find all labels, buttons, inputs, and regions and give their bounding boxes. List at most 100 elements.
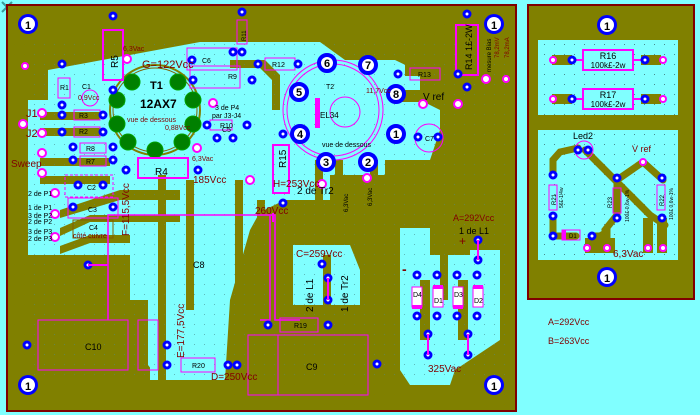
note-b: B=263Vcc [548, 336, 590, 346]
component-label: C7 [425, 136, 434, 143]
diode-label: D1 [434, 298, 443, 305]
voltage-annotation: E=177,5Vcc [176, 304, 187, 358]
resistor-r5-outline [102, 29, 124, 81]
component-label: C10 [85, 342, 102, 352]
note-annotation: mesure Bias [487, 39, 493, 72]
tube-pin-label: 6 [324, 58, 330, 70]
tube-pin-label: 4 [297, 129, 304, 141]
component-label: R8 [86, 146, 95, 153]
control-label: Sweep [11, 159, 42, 170]
hole-label: 1 [604, 273, 610, 285]
component-label: R2 [79, 129, 88, 136]
measurement-annotation: 78,2mV [495, 37, 501, 58]
voltage-annotation: C=259Vcc [296, 249, 342, 260]
tube-pin-label: 1 [393, 129, 399, 141]
resistor-value: 100k£-2w [591, 61, 626, 70]
mounting-hole: 1 [597, 15, 617, 35]
polarity-plus: + [459, 234, 466, 248]
voltage-annotation: 6,3Vac [123, 46, 145, 53]
resistor-value: 56£-1/4w [559, 187, 565, 208]
tube-ref-label: T2 [326, 84, 334, 91]
resistor-ref: R16 [600, 51, 617, 61]
pin-annotation: par J3-J4 [212, 113, 241, 120]
node-annotation: 1 de L1 [459, 226, 489, 236]
note-annotation: côté cuivre [73, 233, 107, 240]
component-label: C4 [89, 225, 98, 232]
tube-pin-label: 5 [296, 87, 302, 99]
tube-t2-el34[interactable]: 6 7 5 8 4 1 3 2 T2 EL34 vue de dessous [282, 53, 406, 172]
component-label: C6 [202, 58, 211, 65]
component-label: C1 [82, 84, 91, 91]
jack-label: J2 [26, 128, 38, 140]
component-label: C5 [222, 127, 231, 134]
node-annotation: 2 de Tr2 [297, 186, 334, 197]
side-board: 1 1 R16 100k£-2w R17 100k£-2w [527, 4, 695, 300]
component-label: R5 [110, 55, 121, 68]
voltage-annotation: 6,3Vac [613, 249, 643, 260]
component-label: R12 [272, 62, 285, 69]
component-label: C9 [306, 362, 318, 372]
tube-type-label: EL34 [320, 111, 339, 120]
voltage-annotation: 0,9Vcc [78, 95, 100, 102]
component-label: R14 1£-2W [464, 24, 474, 70]
voltage-annotation: 11,7Vcc [366, 88, 391, 95]
mounting-hole: 1 [484, 14, 504, 34]
resistor-r17[interactable]: R17 100k£-2w [552, 88, 661, 110]
tube-t1-12ax7[interactable]: T1 12AX7 vue de dessous [108, 64, 202, 159]
component-label: R15 [278, 149, 289, 168]
component-label: R11 [242, 30, 248, 41]
pin-annotation: 2 de P1 [28, 191, 52, 198]
diode-label: D4 [413, 292, 422, 299]
resistor-r15-outline [272, 144, 290, 194]
voltage-notes: A=292Vcc B=263Vcc [548, 317, 590, 346]
resistor-value: 100£-0,6w-1% [625, 189, 631, 222]
component-label: R4 [155, 167, 168, 178]
node-annotation: 1 de Tr2 [340, 275, 351, 312]
component-label: C8 [193, 260, 205, 270]
voltage-annotation: 260Vcc [255, 206, 288, 217]
mounting-hole: 1 [597, 267, 617, 287]
voltage-annotation: D=250Vcc [211, 372, 257, 383]
polarity-minus: - [402, 261, 407, 277]
pin-annotation: 2 de P3 [28, 236, 52, 243]
mounting-hole: 1 [18, 14, 38, 34]
pin-annotation: 2 de P2 [28, 219, 52, 226]
voltage-annotation: A=292Vcc [453, 213, 495, 223]
hole-label: 1 [491, 381, 497, 393]
voltage-annotation: H=253Vcc [273, 179, 319, 190]
node-annotation: V ref [423, 92, 444, 103]
node-annotation: 2 de L1 [305, 278, 316, 312]
pin-annotation: 3 de P2 [28, 213, 52, 220]
voltage-annotation: 185Vcc [193, 175, 226, 186]
component-label: R7 [86, 159, 95, 166]
pin-annotation: 3 de P4 [215, 105, 239, 112]
resistor-value: 100k£-2w [591, 100, 626, 109]
tube-type-label: 12AX7 [140, 97, 177, 111]
bridge-rectifier: D4 D1 D3 D2 [411, 285, 484, 309]
resistor-ref: R17 [600, 90, 617, 100]
voltage-annotation: 6,3Vac [368, 188, 374, 206]
mounting-hole: 1 [484, 375, 504, 395]
resistor-value: 100£ 0,6w-1% [669, 187, 675, 220]
tube-view-label: vue de dessous [322, 142, 372, 149]
tube-view-label: vue de dessous [127, 117, 177, 124]
component-label: R13 [418, 72, 431, 79]
tube-ref-label: T1 [150, 80, 163, 92]
voltage-annotation: 325Vac [428, 364, 461, 375]
component-label: C2 [87, 185, 96, 192]
tube-pin-label: 2 [365, 157, 371, 169]
tube-pin-label: 8 [393, 89, 399, 101]
hole-label: 1 [491, 20, 497, 32]
diode-label: D2 [474, 298, 483, 305]
component-pads [22, 7, 483, 370]
diode-label: D3 [454, 292, 463, 299]
mounting-hole: 1 [18, 375, 38, 395]
component-label: R3 [79, 113, 88, 120]
component-label: R1 [60, 85, 69, 92]
component-label: R9 [228, 74, 237, 81]
resistor-ref: R23 [608, 196, 614, 208]
main-board: 1 1 1 1 T1 12AX7 vue de [6, 4, 517, 412]
voltage-annotation: 6,3Vac [192, 156, 214, 163]
component-label: R19 [294, 323, 307, 330]
